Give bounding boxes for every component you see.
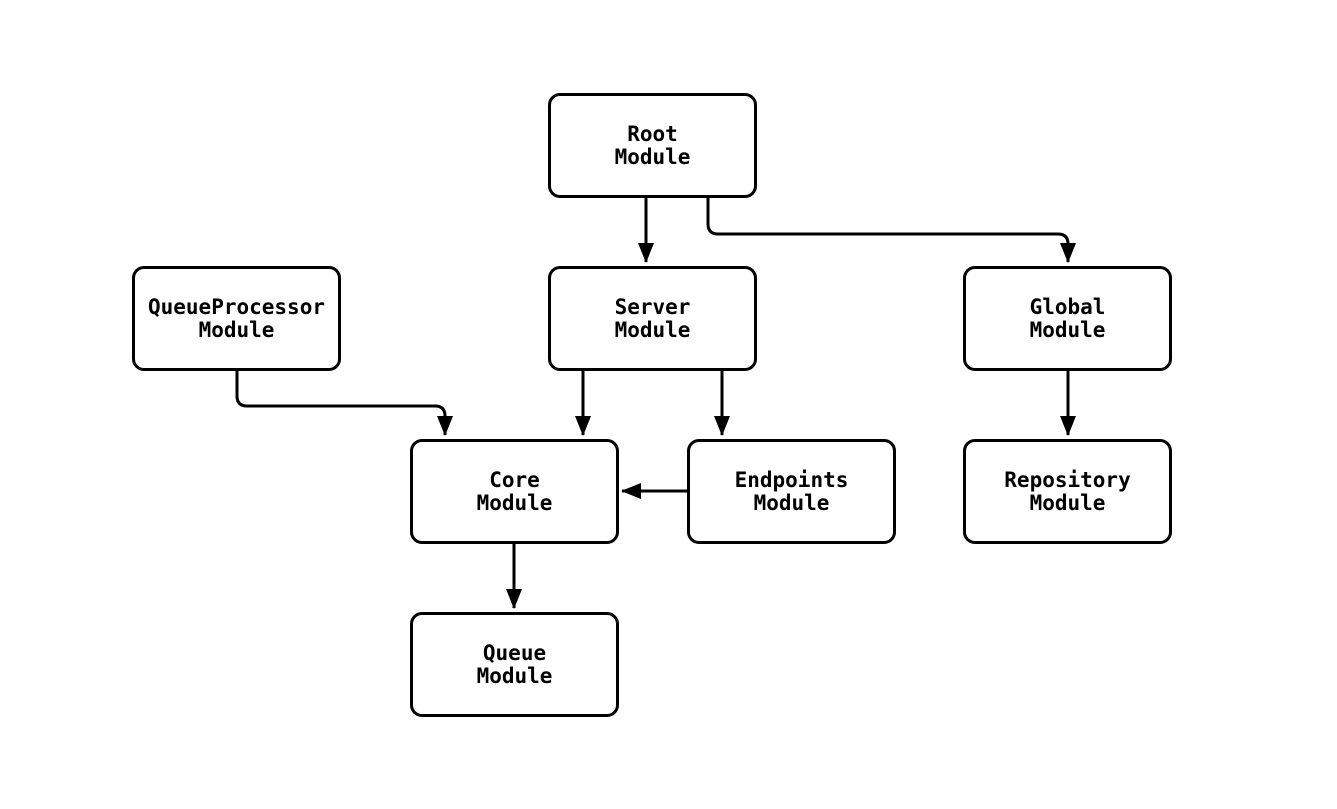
node-server-module: Server Module — [548, 266, 757, 371]
node-repository-module: Repository Module — [963, 439, 1172, 544]
edge-queueprocessor-core — [235, 371, 453, 436]
edge-root-global — [706, 197, 1076, 263]
node-endpoints-module: Endpoints Module — [687, 439, 896, 544]
node-global-module: Global Module — [963, 266, 1172, 371]
node-label: Module — [614, 317, 691, 342]
node-label: Core — [489, 467, 540, 492]
node-label: Module — [1029, 317, 1106, 342]
node-core-module: Core Module — [410, 439, 619, 544]
node-root-module: Root Module — [548, 93, 757, 198]
node-queueprocessor-module: QueueProcessor Module — [132, 266, 341, 371]
node-label: Global — [1029, 294, 1106, 319]
node-label: Endpoints — [734, 467, 849, 492]
node-label: Queue — [482, 640, 547, 665]
node-label: Root — [627, 121, 678, 146]
node-label: Module — [476, 490, 553, 515]
node-label: Repository — [1004, 467, 1131, 492]
node-label: Module — [1029, 490, 1106, 515]
node-queue-module: Queue Module — [410, 612, 619, 717]
node-label: Server — [614, 294, 691, 319]
node-label: QueueProcessor — [147, 294, 325, 319]
node-label: Module — [198, 317, 275, 342]
node-label: Module — [614, 144, 691, 169]
node-label: Module — [753, 490, 830, 515]
node-label: Module — [476, 663, 553, 688]
